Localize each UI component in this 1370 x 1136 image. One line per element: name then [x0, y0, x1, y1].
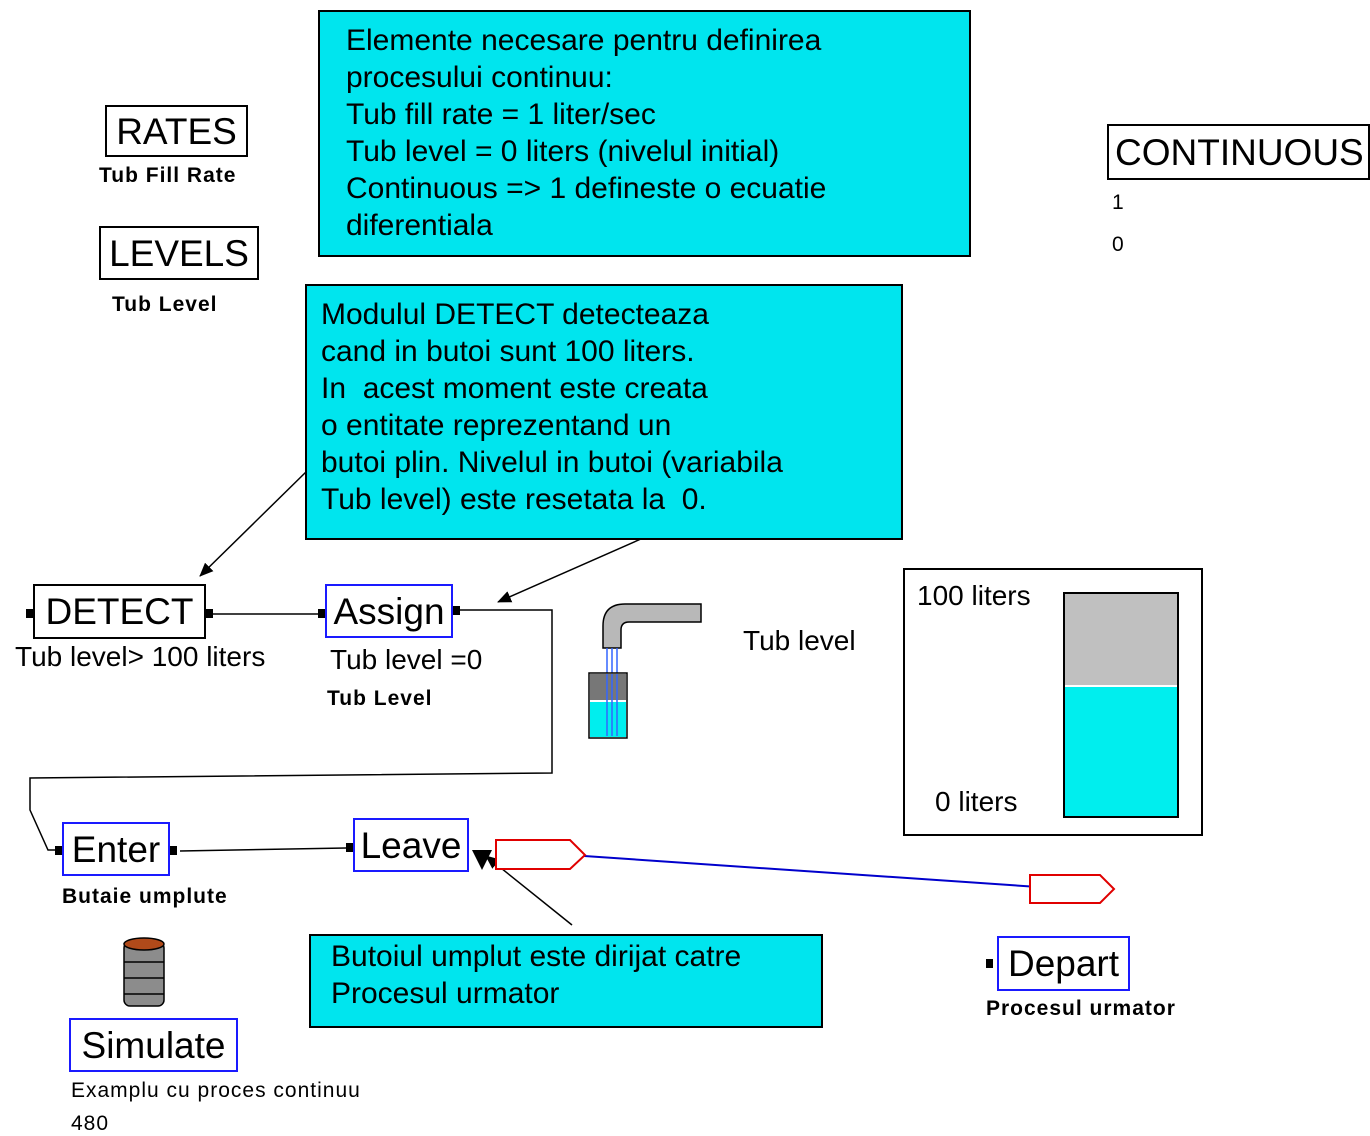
tub-faucet-icon	[588, 603, 702, 739]
levels-label: LEVELS	[109, 232, 249, 274]
continuous-label: CONTINUOUS	[1115, 131, 1364, 173]
gauge-max-label: 100 liters	[917, 580, 1031, 611]
rates-module[interactable]: RATES	[105, 105, 248, 157]
enter-module[interactable]: Enter	[62, 822, 170, 876]
rates-sublabel: Tub Fill Rate	[99, 164, 237, 187]
levels-module[interactable]: LEVELS	[99, 226, 259, 280]
depart-input-port[interactable]	[986, 959, 993, 968]
enter-sublabel: Butaie umplute	[62, 885, 228, 908]
assign-sublabel: Tub level =0	[330, 644, 483, 675]
note-process-elements: Elemente necesare pentru definirea proce…	[318, 10, 971, 257]
enter-label: Enter	[71, 828, 161, 870]
assign-module[interactable]: Assign	[325, 584, 453, 638]
gauge-bar	[1063, 592, 1179, 818]
leave-input-port[interactable]	[346, 843, 353, 852]
detect-input-port[interactable]	[26, 609, 33, 618]
depart-module[interactable]: Depart	[997, 936, 1130, 991]
leave-module[interactable]: Leave	[353, 818, 469, 872]
note-detect-module: Modulul DETECT detecteaza cand in butoi …	[305, 284, 903, 540]
detect-module[interactable]: DETECT	[33, 584, 206, 639]
gauge-min-label: 0 liters	[935, 786, 1018, 817]
enter-input-port[interactable]	[55, 846, 62, 855]
assign-label: Assign	[333, 590, 445, 632]
gauge-fill	[1065, 685, 1177, 816]
assign-sublabel-variable: Tub Level	[327, 687, 433, 710]
rates-label: RATES	[116, 110, 237, 152]
leave-label: Leave	[360, 824, 462, 866]
route-line	[539, 852, 1069, 890]
assign-input-port[interactable]	[318, 609, 325, 618]
annotation-arrow-assign	[497, 534, 651, 603]
detect-label: DETECT	[45, 591, 194, 632]
connection-assign-enter[interactable]	[29, 609, 553, 851]
barrel-icon	[123, 937, 165, 1007]
depart-label: Depart	[1007, 943, 1120, 984]
depart-sublabel: Procesul urmator	[986, 997, 1176, 1020]
tub-level-gauge: 100 liters 0 liters	[903, 568, 1203, 836]
note-leave-module: Butoiul umplut este dirijat catre Proces…	[309, 934, 823, 1028]
leave-exit-triangle	[472, 850, 492, 870]
enter-output-port[interactable]	[170, 846, 177, 855]
tub-level-label: Tub level	[743, 625, 856, 656]
simulate-sublabel: Examplu cu proces continuu	[71, 1079, 361, 1102]
detect-output-port[interactable]	[206, 609, 213, 618]
continuous-value-2: 0	[1112, 233, 1125, 256]
annotation-arrow-detect	[199, 469, 309, 577]
simulate-label: Simulate	[81, 1024, 226, 1066]
route-start-station	[495, 839, 587, 870]
continuous-value-1: 1	[1112, 191, 1125, 214]
simulate-module[interactable]: Simulate	[69, 1018, 238, 1072]
levels-sublabel: Tub Level	[112, 293, 218, 316]
simulate-value: 480	[71, 1112, 110, 1135]
continuous-module[interactable]: CONTINUOUS	[1107, 124, 1370, 180]
assign-output-port[interactable]	[453, 606, 460, 615]
detect-sublabel: Tub level> 100 liters	[15, 641, 266, 672]
route-end-station	[1029, 874, 1116, 904]
connection-enter-leave[interactable]	[179, 847, 347, 852]
